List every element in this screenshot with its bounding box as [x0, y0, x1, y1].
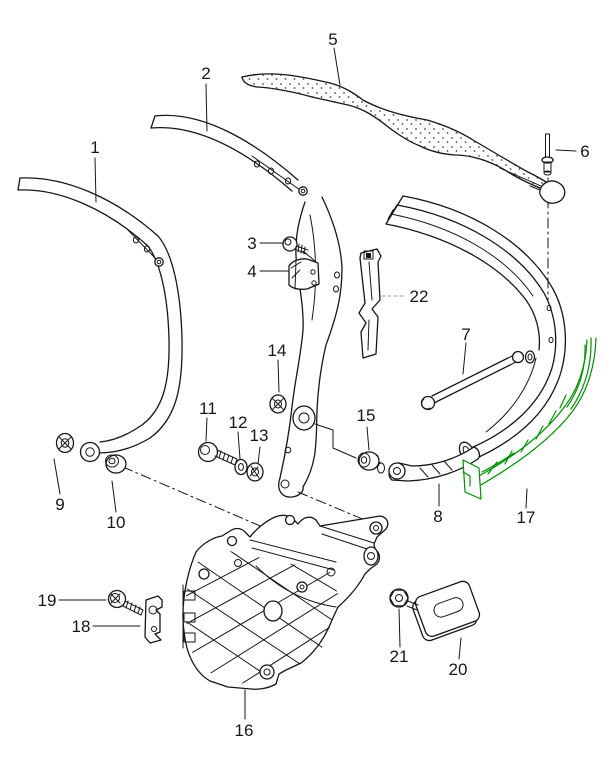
leader-21: [398, 608, 401, 648]
leader-6: [555, 149, 577, 152]
bracket-18: [144, 595, 163, 644]
leader-1: [94, 157, 97, 203]
part-label-21: 21: [390, 647, 409, 666]
part-label-13: 13: [250, 426, 269, 445]
part-label-22: 22: [410, 287, 429, 306]
washer-10: [105, 454, 127, 474]
seal-end-block: [462, 459, 482, 500]
part-label-12: 12: [229, 413, 248, 432]
headliner-panel-5: [241, 73, 566, 204]
leader-11: [205, 417, 208, 442]
bracket-lattice: [184, 546, 340, 686]
part-label-5: 5: [328, 30, 337, 49]
part-label-6: 6: [580, 142, 589, 161]
part-label-19: 19: [38, 591, 57, 610]
nut-15: [357, 451, 380, 471]
leader-15: [366, 426, 370, 451]
screw-3: [282, 236, 317, 263]
rear-bow-8: [374, 195, 567, 482]
part-label-18: 18: [72, 617, 91, 636]
leader-zigzag-15: [314, 423, 357, 459]
part-label-8: 8: [433, 507, 442, 526]
screw-19: [107, 589, 144, 616]
part-label-17: 17: [517, 508, 536, 527]
support-strip-22: [358, 248, 382, 359]
clamp-bracket-4: [288, 258, 320, 290]
part-label-7: 7: [461, 325, 470, 344]
screw-3-connector: [302, 250, 317, 263]
part-label-10: 10: [107, 513, 126, 532]
nut-14: [269, 394, 287, 414]
leader-2: [205, 83, 208, 132]
leader-13: [257, 446, 261, 465]
part-label-15: 15: [357, 406, 376, 425]
leader-7: [462, 342, 467, 375]
part-labels: 1 2 3 4 5 6 7 8 9 10 11 12 13 14 15 16 1…: [38, 30, 590, 740]
mount-bracket-16: [182, 514, 389, 690]
leader-17: [525, 488, 528, 509]
cover-plate-20: [412, 580, 481, 642]
axis-line-bow1-to-bracket: [122, 466, 266, 529]
part-label-3: 3: [247, 234, 256, 253]
seal-strip-17: [462, 337, 597, 500]
part-label-14: 14: [268, 341, 287, 360]
leader-9: [53, 458, 61, 495]
leader-12: [237, 431, 241, 460]
part-label-1: 1: [90, 138, 99, 157]
part-label-9: 9: [55, 495, 64, 514]
frame-bow-1: [17, 177, 183, 463]
part-label-4: 4: [247, 262, 256, 281]
washer-12: [234, 458, 248, 476]
leader-5: [333, 47, 341, 86]
screw-11: [197, 441, 238, 466]
stud-screw-6: [541, 133, 554, 176]
nut-9: [55, 432, 75, 454]
panel-end-lug: [538, 180, 566, 204]
frame-bow-2-side-rail: [150, 114, 343, 498]
part-label-20: 20: [449, 660, 468, 679]
nut-21: [389, 588, 419, 611]
leader-lines: [53, 47, 577, 720]
part-label-11: 11: [199, 399, 217, 418]
axis-line-rail-to-bracket: [297, 491, 373, 524]
leader-20: [458, 637, 462, 660]
washer-13: [246, 462, 264, 482]
tension-rod-7: [420, 350, 536, 411]
part-label-16: 16: [235, 721, 254, 740]
leader-14: [277, 359, 280, 393]
leader-10: [111, 480, 117, 513]
part-label-2: 2: [201, 64, 210, 83]
diagram-art: [17, 47, 597, 720]
